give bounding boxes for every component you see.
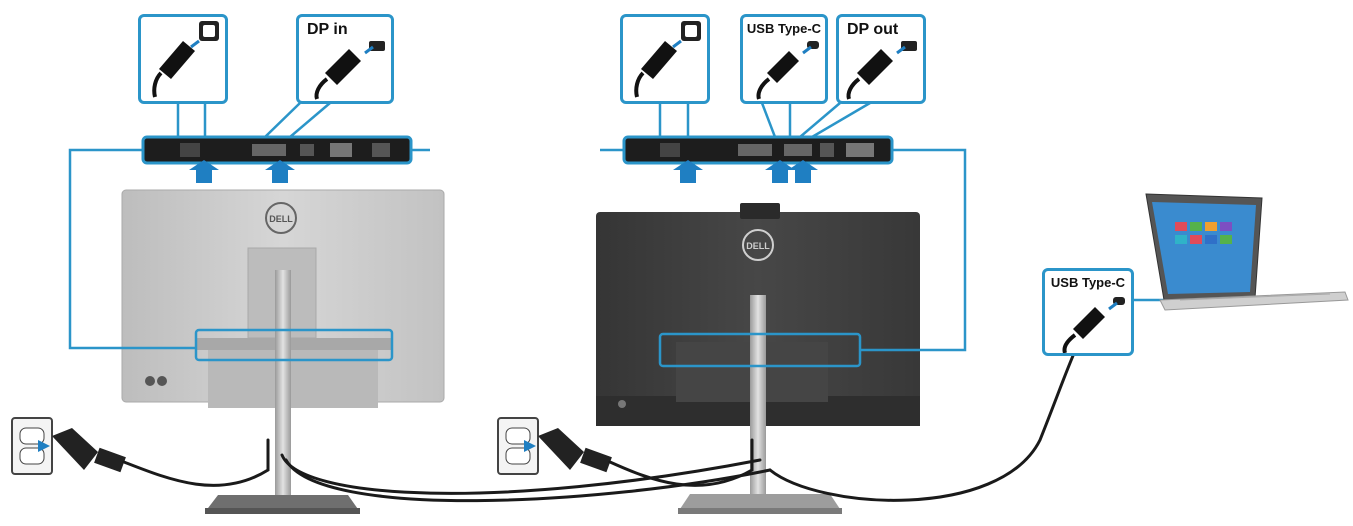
usb-c-cable-icon <box>1062 297 1125 353</box>
displayport-cable-icon <box>846 41 917 100</box>
usb-c-monitor-label: USB Type-C <box>746 21 822 36</box>
laptop-icon <box>1145 193 1349 311</box>
left-stand-neck <box>275 270 291 500</box>
webcam <box>740 203 780 219</box>
usb-c-laptop-label: USB Type-C <box>1050 275 1126 290</box>
power-cable-icon <box>152 21 219 98</box>
wall-outlet-icon <box>497 417 612 475</box>
power-callout-right <box>620 14 710 104</box>
left-port-strip <box>141 135 413 165</box>
dp-out-label: DP out <box>847 21 899 38</box>
dp-in-label: DP in <box>307 21 348 38</box>
dell-logo-right: DELL <box>742 229 774 261</box>
displayport-cable-icon <box>314 41 385 100</box>
left-monitor: DELL <box>121 189 445 514</box>
power-callout-left <box>138 14 228 104</box>
wall-outlet-icon <box>11 417 126 475</box>
power-cable-icon <box>634 21 701 98</box>
dp-in-callout: DP in <box>296 14 394 104</box>
right-stand-neck <box>750 295 766 505</box>
port-arrows <box>189 160 818 183</box>
connector-lines <box>68 101 1168 368</box>
right-port-strip <box>622 135 894 165</box>
usb-c-laptop-callout: USB Type-C <box>1042 268 1134 356</box>
dell-logo-left: DELL <box>265 202 297 234</box>
right-monitor: DELL <box>596 203 920 514</box>
dell-logo-text: DELL <box>746 241 770 251</box>
left-stand-base <box>205 495 360 512</box>
dell-logo-text: DELL <box>269 214 293 224</box>
usb-c-monitor-callout: USB Type-C <box>740 14 828 104</box>
usb-c-cable-icon <box>756 41 819 100</box>
dp-out-callout: DP out <box>836 14 926 104</box>
cables <box>122 338 1082 503</box>
right-stand-base <box>678 494 842 512</box>
